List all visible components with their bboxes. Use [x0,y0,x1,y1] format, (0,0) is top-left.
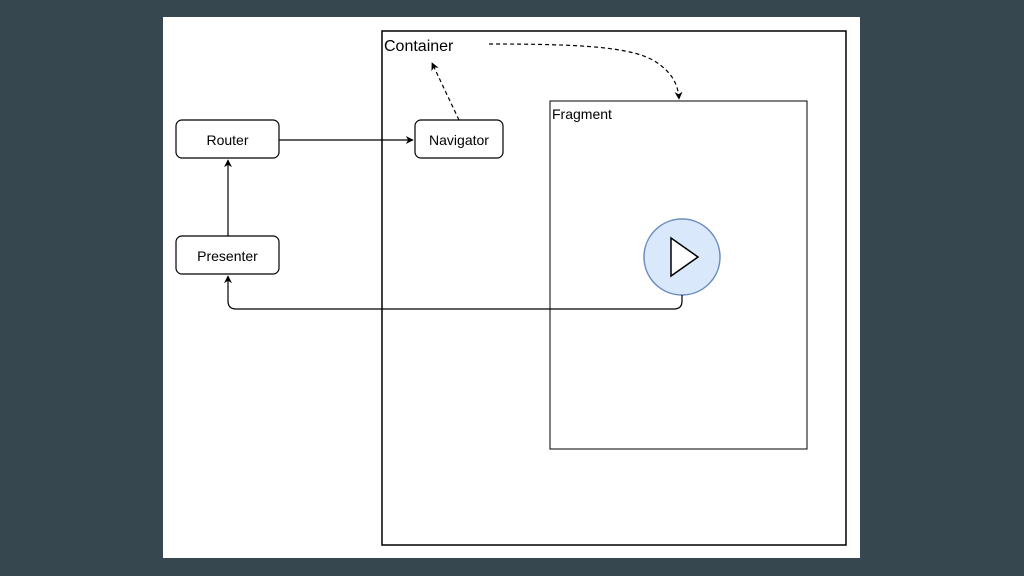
container-frame [381,30,847,546]
diagram-svg: Container Fragment Router Navigator Pres… [175,30,847,546]
edge-play-to-presenter [224,275,683,310]
router-node: Router [175,119,280,159]
presenter-node: Presenter [175,235,280,275]
presenter-label: Presenter [197,248,258,264]
container-label: Container [384,38,454,55]
router-box [175,119,280,159]
fragment-frame [549,100,808,450]
diagram-canvas: Container Fragment Router Navigator Pres… [163,17,860,558]
edge-container-to-fragment [488,43,683,100]
play-control [643,218,721,296]
navigator-node: Navigator [414,119,504,159]
play-icon [670,236,700,278]
router-label: Router [206,132,248,148]
navigator-label: Navigator [429,132,489,148]
fragment-label: Fragment [552,106,612,122]
edge-navigator-to-container [431,62,460,121]
